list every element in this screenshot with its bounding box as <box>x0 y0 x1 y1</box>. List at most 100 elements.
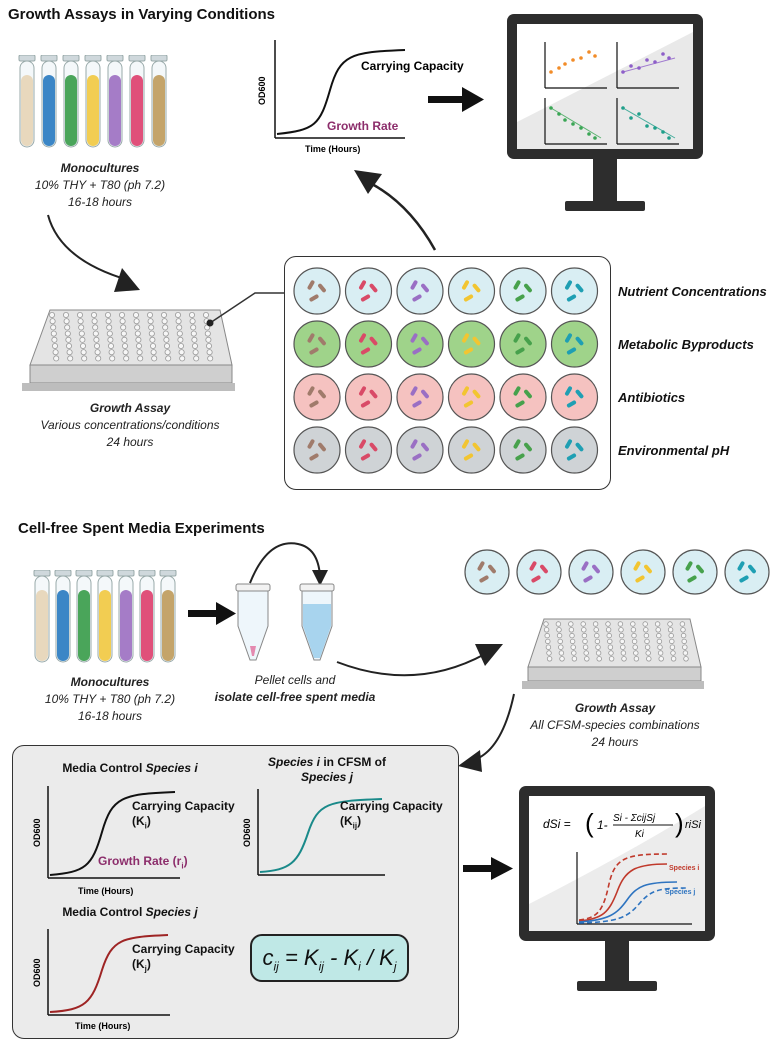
plot-i-title: Media Control Species i <box>60 761 200 776</box>
plate-well <box>571 656 578 662</box>
growth-assay-time-2: 24 hours <box>591 735 639 749</box>
monocultures-caption-1: Monocultures 10% THY + T80 (ph 7.2) 16-1… <box>10 160 190 211</box>
plate-well <box>93 336 100 343</box>
plate-well <box>594 638 601 645</box>
plate-well <box>657 644 663 650</box>
plate-well <box>570 644 576 650</box>
plot-j: OD600 Time (Hours) <box>32 929 170 1031</box>
plate-well <box>581 627 587 633</box>
pellet-line1: Pellet cells and <box>254 673 336 687</box>
plate-well <box>178 349 185 356</box>
plate-well <box>147 318 154 325</box>
growth-assay-time: 24 hours <box>106 435 154 449</box>
plate-well <box>64 324 71 331</box>
plot-j-xlabel: Time (Hours) <box>75 1021 130 1031</box>
plate-well <box>682 650 689 656</box>
plate-well <box>160 312 167 318</box>
monocultures-title: Monocultures <box>60 161 140 175</box>
plate-well <box>644 644 651 650</box>
monoculture-tubes-2 <box>33 570 177 663</box>
plate-well <box>119 318 126 325</box>
monitor-eq-tail: riSi <box>685 819 701 831</box>
growth-assay-caption-1: Growth Assay Various concentrations/cond… <box>20 400 240 451</box>
test-tube <box>54 570 72 663</box>
plate-well <box>606 632 612 639</box>
plate-well <box>94 349 101 356</box>
plate-well <box>108 343 115 350</box>
test-tube <box>33 570 51 663</box>
plate-well <box>53 355 60 362</box>
plot-j-ylabel: OD600 <box>32 958 42 987</box>
plate-well <box>133 318 140 325</box>
plate-well <box>667 627 674 633</box>
mini-scatter-plot <box>544 98 607 145</box>
plate-well <box>631 638 638 645</box>
monocultures-medium-2: 10% THY + T80 (ph 7.2) <box>44 692 176 706</box>
growth-assay-title-2: Growth Assay <box>574 701 656 715</box>
plate-well <box>148 324 155 331</box>
plate-well <box>65 336 72 343</box>
test-tube <box>159 570 177 663</box>
monocultures-time-2: 16-18 hours <box>77 709 143 723</box>
plate-well <box>95 355 102 362</box>
monoculture-tubes-1 <box>18 55 168 148</box>
plate-well <box>568 627 575 633</box>
culture-well <box>396 426 444 474</box>
species-wells-row <box>464 549 770 595</box>
plate-well <box>177 343 184 350</box>
arrow-tube-to-plate <box>336 644 503 677</box>
row-label-nutrient: Nutrient Concentrations <box>618 284 767 299</box>
plate-well <box>50 330 57 337</box>
plate-well <box>544 632 550 639</box>
plate-well <box>150 349 157 356</box>
plot-i-k: (Ki) <box>132 814 151 831</box>
plate-well <box>607 638 613 645</box>
plate-well <box>619 638 625 645</box>
carrying-capacity-label: Carrying Capacity <box>361 59 464 73</box>
plate-well <box>543 621 549 627</box>
eppendorf-tubes <box>235 542 335 661</box>
plate-well <box>595 650 602 656</box>
plate-well <box>608 656 615 662</box>
culture-well <box>672 549 718 595</box>
monitor-species-j: Species j <box>665 889 695 896</box>
culture-well <box>344 373 393 421</box>
plate-well <box>594 632 600 639</box>
plot-i-ylabel: OD600 <box>32 818 42 847</box>
plate-well <box>108 349 115 356</box>
monitor-eq-den: Ki <box>635 829 645 840</box>
growth-assay-combos: All CFSM-species combinations <box>530 718 700 732</box>
plate-well <box>580 621 586 627</box>
culture-well <box>396 267 444 315</box>
section1-title: Growth Assays in Varying Conditions <box>8 6 275 23</box>
culture-well <box>396 373 444 421</box>
culture-well <box>293 426 341 474</box>
arrow-grid-to-curve <box>354 170 437 251</box>
culture-well <box>620 549 666 595</box>
plate-well <box>121 336 128 343</box>
plate-well <box>618 632 625 639</box>
plate-well <box>149 336 156 343</box>
plate-well <box>656 638 663 645</box>
plate-well <box>581 632 588 639</box>
plate-well <box>175 318 182 325</box>
monocultures-title-2: Monocultures <box>70 675 150 689</box>
plate-well <box>91 318 98 325</box>
plate-well <box>655 627 661 633</box>
test-tube <box>117 570 135 663</box>
plate-well <box>546 650 552 656</box>
plate-well <box>163 336 170 343</box>
plate-well <box>123 355 130 362</box>
plate-well <box>136 343 143 350</box>
interaction-equation: cij = Kij - Ki / Kj <box>250 934 409 982</box>
plate-well <box>66 349 73 356</box>
plate-well <box>621 656 627 662</box>
plate-well <box>568 621 574 627</box>
microplate-2 <box>522 618 704 689</box>
plot-ij: OD600 <box>242 789 385 876</box>
plate-well <box>52 349 59 356</box>
plate-well <box>176 330 183 337</box>
plate-well <box>658 656 664 662</box>
plate-well <box>680 632 687 639</box>
culture-well <box>464 549 510 595</box>
